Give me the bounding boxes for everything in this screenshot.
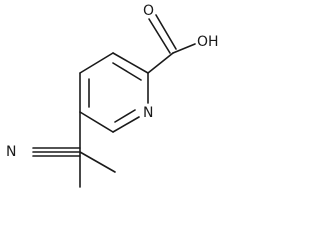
ring-bond-c3-c4 bbox=[112, 52, 149, 74]
bond-carbonyl-double-a bbox=[148, 18, 171, 54]
bond-methyl-right bbox=[79, 151, 116, 173]
cyanoisopropyl-group: N bbox=[6, 111, 116, 188]
ring-bond-c4-c5 bbox=[79, 52, 114, 74]
carbonyl-oxygen-label: O bbox=[143, 3, 154, 19]
bond-ring-to-carboxyl bbox=[147, 52, 174, 74]
hydroxyl-label: OH bbox=[197, 34, 219, 50]
chemical-structure: O OH N N bbox=[6, 3, 219, 188]
bond-c-oh bbox=[172, 43, 196, 54]
carboxylic-acid-group: O OH bbox=[143, 3, 219, 74]
ring-bond-c6-c1 bbox=[79, 111, 114, 133]
ring-bond-c3-c4-inner bbox=[112, 62, 142, 81]
bond-carbonyl-double-b bbox=[155, 14, 177, 50]
ring-bond-c1-n bbox=[112, 116, 140, 133]
nitrile-nitrogen-label: N bbox=[6, 144, 16, 160]
ring-nitrogen-label: N bbox=[143, 105, 153, 121]
pyridine-ring bbox=[79, 52, 149, 133]
ring-bond-c1-n-inner bbox=[114, 109, 136, 123]
